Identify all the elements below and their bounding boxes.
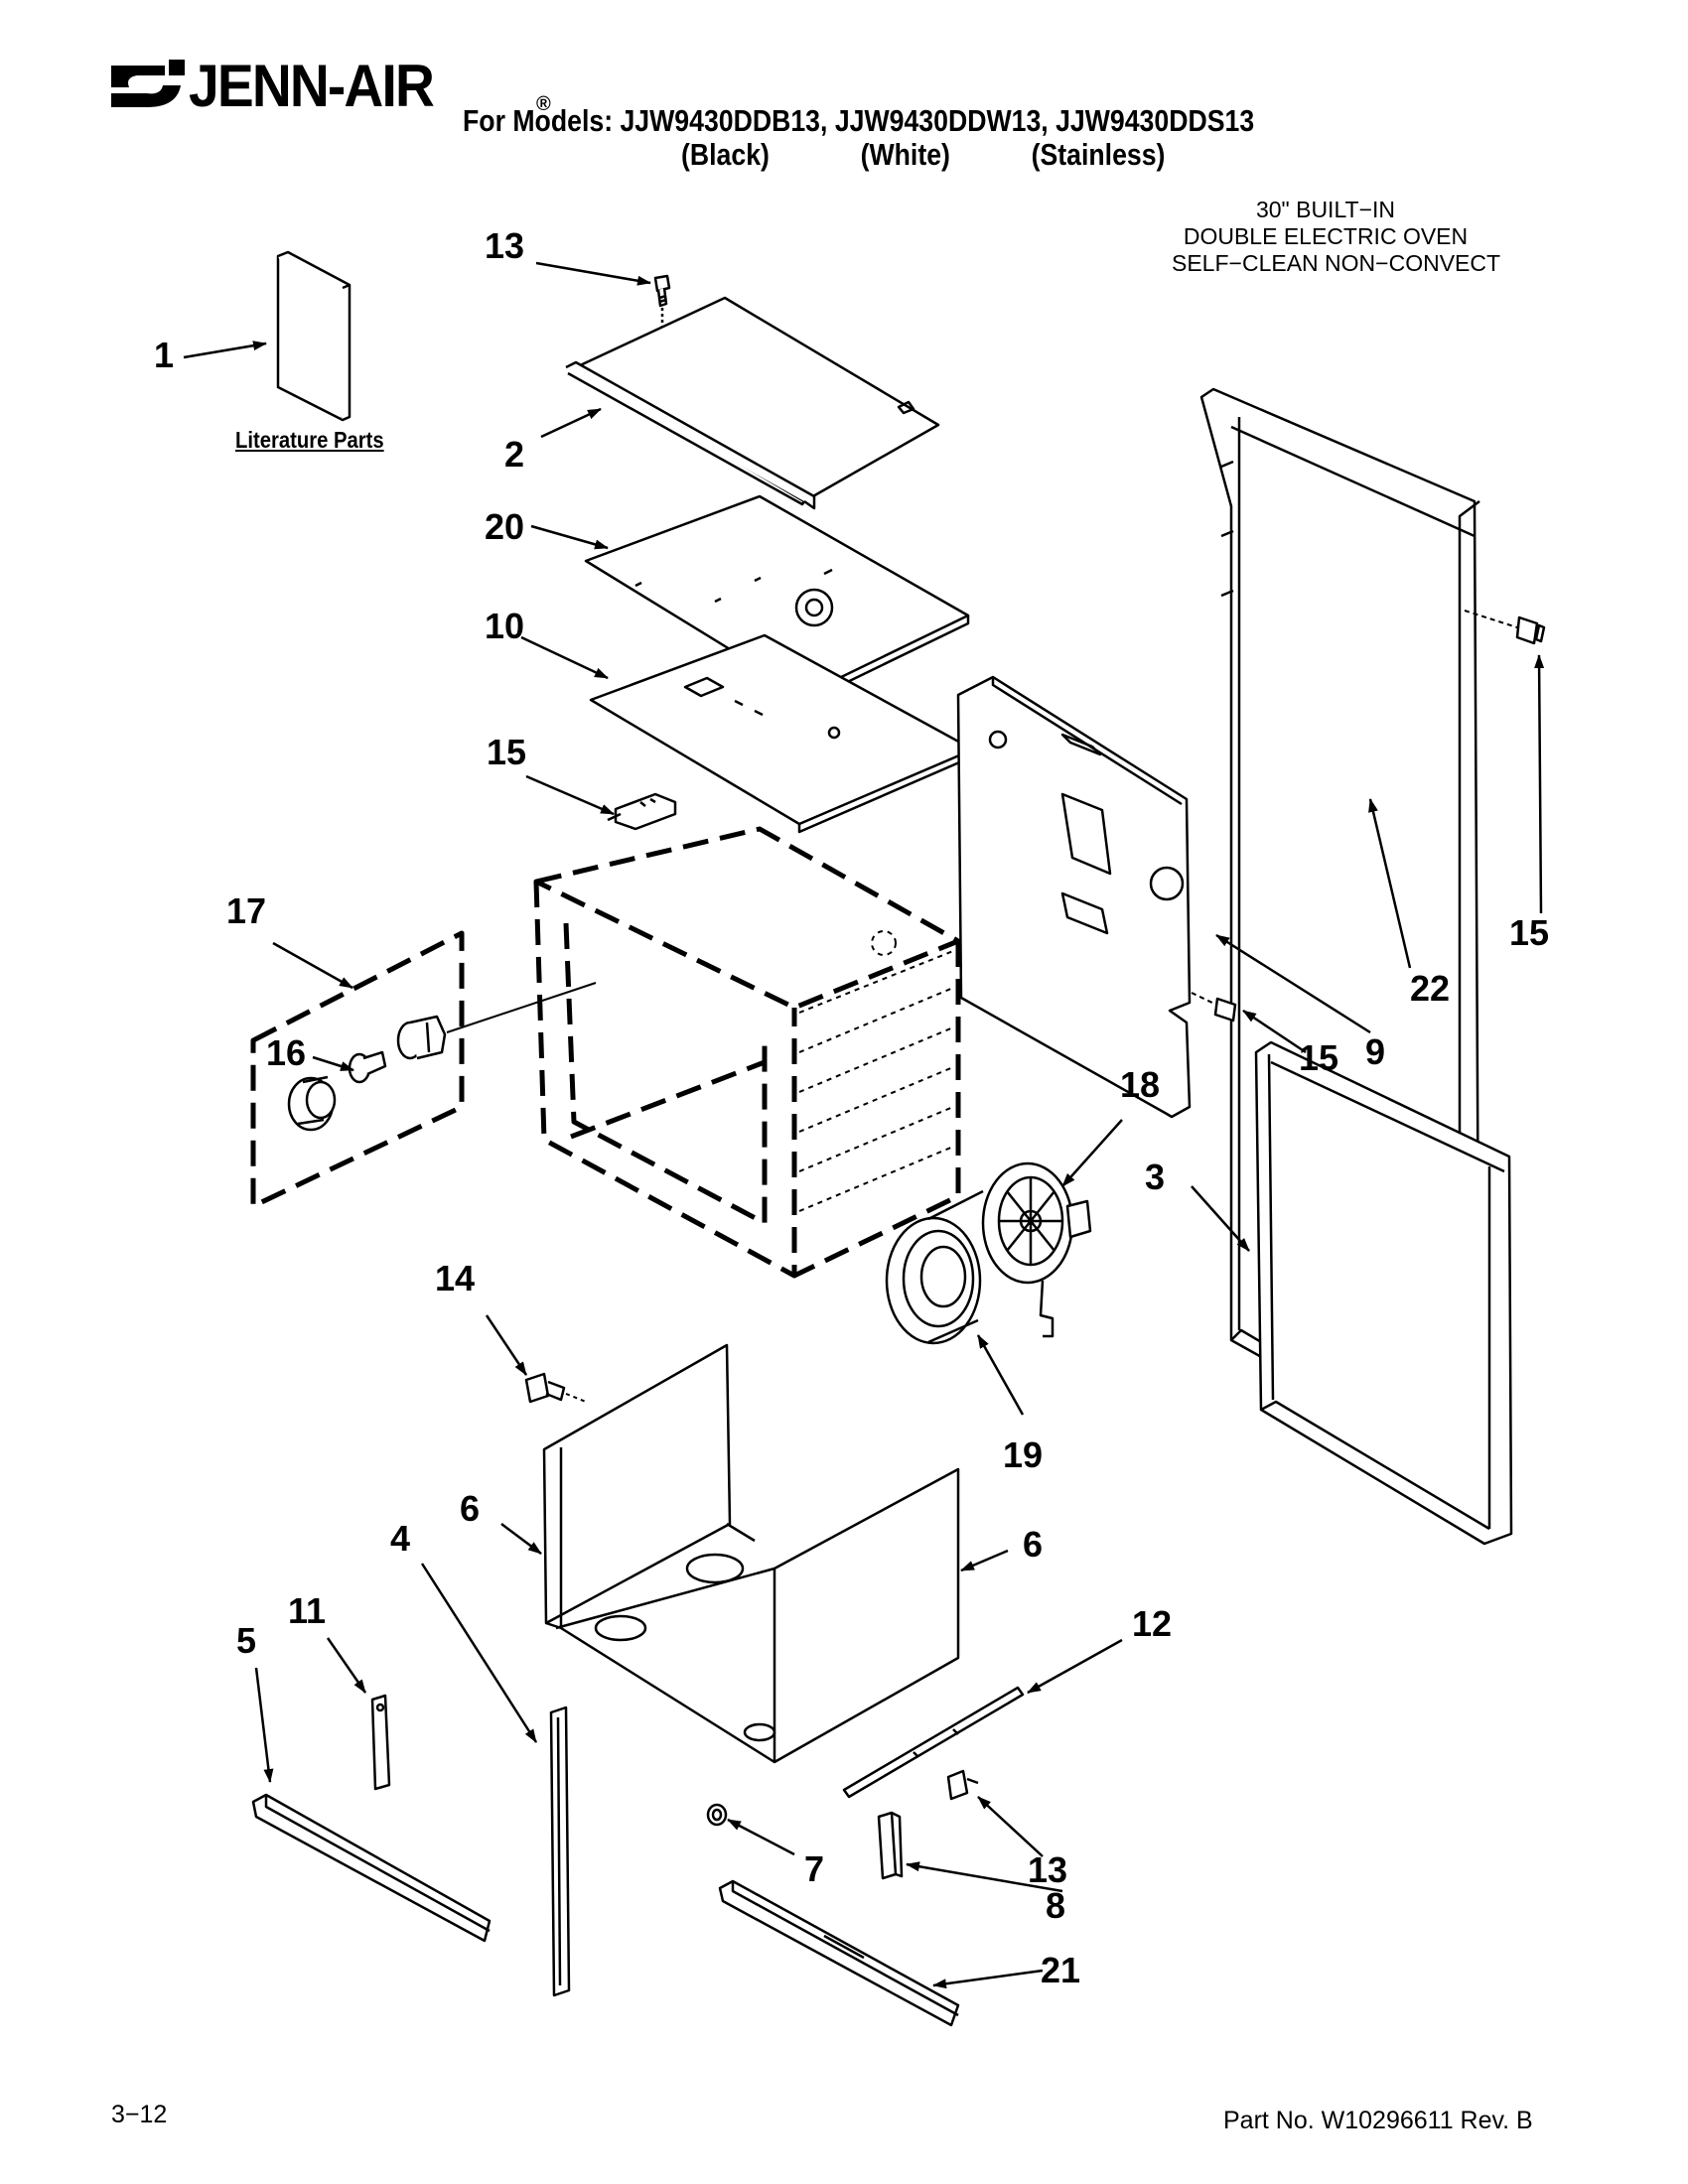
fan-shroud <box>885 1189 984 1345</box>
rear-panel-screw <box>1191 992 1237 1023</box>
leader-arrow-13b <box>977 1796 1044 1857</box>
leader-arrow-4 <box>420 1563 538 1743</box>
oven-cavity-dashed <box>533 826 961 1279</box>
callout-1: 1 <box>154 335 174 375</box>
callout-15b: 15 <box>1509 912 1549 953</box>
cooling-fan <box>981 1161 1092 1338</box>
leader-arrow-7 <box>727 1818 795 1856</box>
wire-lead <box>446 982 597 1033</box>
page-number: 3−12 <box>111 2101 168 2128</box>
bottom-rail <box>251 1793 492 1943</box>
brand-name: JENN-AIR <box>189 53 435 119</box>
callout-21: 21 <box>1041 1950 1080 1990</box>
door-latch <box>877 1811 904 1880</box>
leader-arrow-5 <box>254 1667 274 1783</box>
vertical-trim <box>549 1706 571 1997</box>
leader-arrow-22 <box>1368 798 1412 969</box>
leader-arrow-16 <box>312 1055 354 1072</box>
rail-screw <box>946 1769 979 1801</box>
callout-3: 3 <box>1145 1157 1165 1197</box>
callout-10: 10 <box>485 606 524 646</box>
leader-arrow-17 <box>272 941 353 990</box>
front-rail <box>718 1879 960 2027</box>
callout-4: 4 <box>390 1518 410 1559</box>
control-panel-dashed <box>250 930 465 1209</box>
side-panel-screw <box>1464 610 1546 645</box>
leader-arrow-20 <box>530 524 609 550</box>
chassis-screw <box>524 1372 587 1404</box>
leader-arrow-15c <box>1242 1009 1307 1054</box>
callout-7: 7 <box>804 1848 824 1889</box>
leader-arrow-15a <box>525 774 615 816</box>
grommet <box>706 1803 728 1827</box>
callout-5: 5 <box>236 1620 256 1661</box>
leader-arrow-15b <box>1534 654 1545 914</box>
callout-14: 14 <box>435 1258 475 1298</box>
callout-6b: 6 <box>1023 1524 1043 1565</box>
callout-6a: 6 <box>460 1488 480 1529</box>
callout-numbers: 1 2 3 4 5 6 6 7 8 9 10 11 12 13 13 14 15… <box>154 225 1549 1990</box>
description-line-1: 30" BUILT−IN <box>1255 197 1396 222</box>
model-variants: (Black) (White) (Stainless) <box>681 137 1165 173</box>
callout-15c: 15 <box>1299 1037 1338 1078</box>
leader-arrow-12 <box>1027 1638 1123 1695</box>
callout-12: 12 <box>1132 1603 1172 1644</box>
callout-8: 8 <box>1046 1885 1065 1926</box>
leader-arrow-6a <box>500 1523 542 1555</box>
callout-2: 2 <box>504 434 524 475</box>
selector-knob <box>287 1075 337 1132</box>
leader-arrow-14 <box>485 1314 528 1376</box>
callout-13a: 13 <box>485 225 524 266</box>
jenn-air-logo: JENN-AIR ® <box>107 53 551 119</box>
top-screw <box>653 274 671 328</box>
models-line: For Models: JJW9430DDB13, JJW9430DDW13, … <box>463 103 1255 138</box>
left-side-panel <box>1254 1040 1513 1546</box>
oven-cavity-details <box>798 930 954 1212</box>
selector-switch <box>396 1015 447 1060</box>
lower-chassis <box>542 1343 960 1764</box>
leader-arrow-10 <box>520 635 609 680</box>
callout-22: 22 <box>1410 968 1450 1009</box>
support-bracket <box>370 1694 391 1791</box>
description-line-3: SELF−CLEAN NON−CONVECT <box>1172 250 1501 276</box>
top-panel <box>565 296 940 510</box>
leader-arrow-19 <box>976 1334 1025 1416</box>
callout-9: 9 <box>1365 1031 1385 1072</box>
leader-arrow-11 <box>326 1637 367 1694</box>
callout-13b: 13 <box>1028 1849 1067 1890</box>
part-number: Part No. W10296611 Rev. B <box>1223 2107 1533 2134</box>
leader-arrow-3 <box>1191 1185 1250 1252</box>
callout-18: 18 <box>1120 1064 1160 1105</box>
variant-black: (Black) <box>681 137 770 172</box>
variant-stainless: (Stainless) <box>1031 137 1166 172</box>
appliance-description: 30" BUILT−IN DOUBLE ELECTRIC OVEN SELF−C… <box>1172 197 1501 277</box>
callout-17: 17 <box>226 890 266 931</box>
cross-rail <box>842 1686 1025 1799</box>
leader-arrow-2 <box>540 407 602 439</box>
callout-19: 19 <box>1003 1434 1043 1475</box>
registered-mark: ® <box>536 93 551 115</box>
rear-panel <box>956 675 1192 1119</box>
leader-arrow-21 <box>932 1969 1044 1989</box>
knob-shaft <box>348 1050 387 1084</box>
callout-16: 16 <box>266 1032 306 1073</box>
description-line-2: DOUBLE ELECTRIC OVEN <box>1183 223 1469 249</box>
callout-15a: 15 <box>487 732 526 772</box>
callout-11: 11 <box>288 1590 326 1631</box>
leader-arrow-6b <box>960 1549 1009 1572</box>
callout-20: 20 <box>485 506 524 547</box>
door-switch <box>607 792 677 831</box>
leader-arrow-8 <box>906 1861 1063 1893</box>
leader-arrows <box>183 261 1545 1989</box>
jenn-air-swirl-icon <box>111 60 185 107</box>
leader-arrow-18 <box>1061 1119 1123 1187</box>
leader-arrow-9 <box>1215 933 1371 1034</box>
leader-arrow-13a <box>535 261 651 286</box>
literature-parts-label: Literature Parts <box>235 427 384 453</box>
variant-white: (White) <box>860 137 950 172</box>
literature-book <box>276 250 352 422</box>
leader-arrow-1 <box>183 341 267 359</box>
